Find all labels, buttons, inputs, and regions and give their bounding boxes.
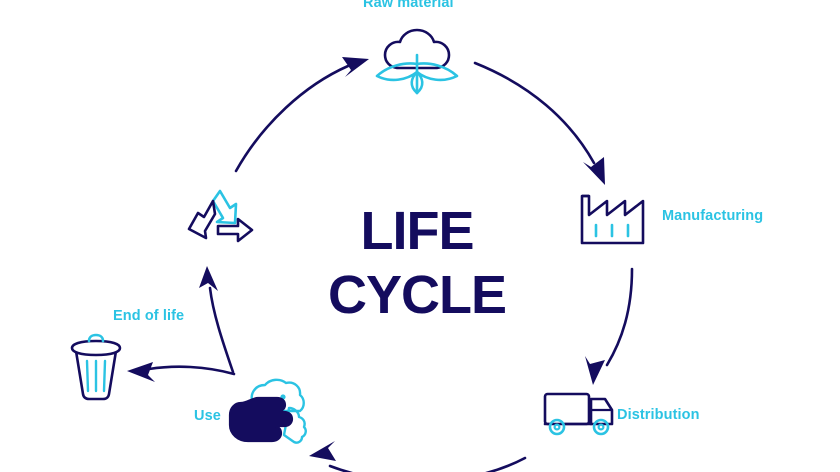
arrow-manufacturing-to-distribution xyxy=(585,267,634,385)
cotton-plant-icon xyxy=(375,28,459,95)
stage-label-distribution: Distribution xyxy=(617,407,700,423)
arrow-distribution-to-use xyxy=(309,441,527,472)
arrow-recycling-to-raw-material xyxy=(234,57,369,173)
recycling-arrows-icon xyxy=(187,189,254,243)
cycle-arrows xyxy=(127,57,634,472)
stage-label-end-of-life: End of life xyxy=(113,308,185,324)
center-title: LIFE CYCLE xyxy=(297,200,537,327)
arrow-use-to-recycling xyxy=(199,266,235,374)
stage-label-use: Use xyxy=(194,408,221,424)
stage-label-raw-material: Raw material xyxy=(363,0,454,11)
center-title-line-2: CYCLE xyxy=(327,264,507,325)
trash-bin-icon xyxy=(70,333,122,401)
center-title-line-1: LIFE xyxy=(360,201,475,261)
factory-icon xyxy=(580,194,645,245)
delivery-truck-icon xyxy=(543,392,614,436)
stage-label-manufacturing: Manufacturing xyxy=(662,208,764,224)
arrow-raw-material-to-manufacturing xyxy=(473,61,605,185)
arrow-use-to-end-of-life xyxy=(127,362,236,382)
handshake-icon xyxy=(228,378,307,444)
